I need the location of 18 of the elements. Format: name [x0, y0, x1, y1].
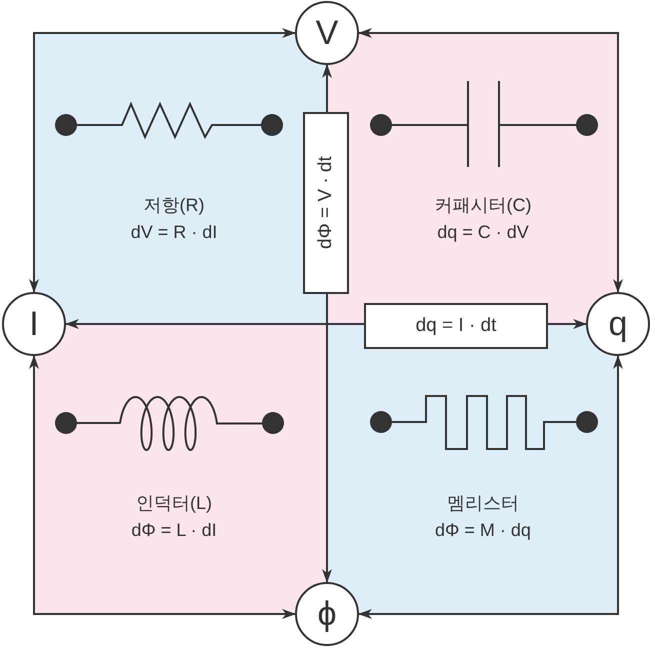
- component-name: 저항(R): [144, 194, 204, 216]
- component-name: 멤리스터: [447, 492, 519, 514]
- double-headed-arrow: [358, 355, 623, 619]
- formula: dV = R · dI: [130, 221, 218, 243]
- formula-label: dΦ = V · dt: [303, 112, 349, 294]
- formula-label: dq = I · dt: [364, 303, 548, 349]
- variable-symbol: q: [608, 305, 628, 343]
- double-headed-arrow: [358, 28, 623, 293]
- variable-symbol: V: [316, 14, 338, 52]
- formula: dq = C · dV: [437, 221, 529, 243]
- double-headed-arrow: [29, 28, 296, 293]
- component-name: 인덕터(L): [136, 492, 212, 514]
- formula: dΦ = L · dI: [131, 519, 217, 541]
- double-headed-arrow: [29, 355, 296, 619]
- variable-symbol: I: [29, 305, 39, 343]
- formula: dΦ = M · dq: [435, 519, 531, 541]
- variable-symbol: ϕ: [317, 595, 337, 633]
- component-name: 커패시터(C): [434, 194, 532, 216]
